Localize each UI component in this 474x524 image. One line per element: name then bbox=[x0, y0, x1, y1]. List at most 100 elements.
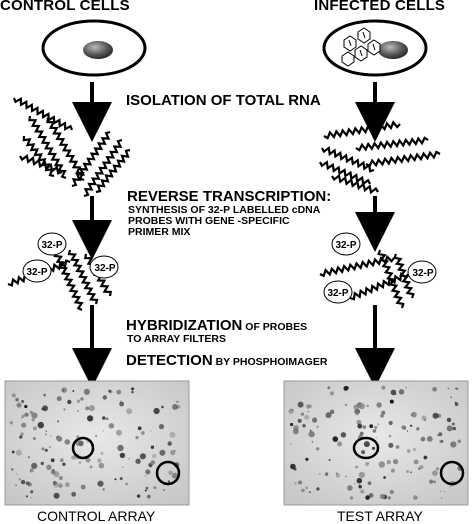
array-spot bbox=[45, 433, 47, 436]
array-spot bbox=[308, 491, 311, 494]
array-spot bbox=[116, 429, 122, 436]
array-spot bbox=[53, 492, 60, 499]
highlight-circle bbox=[439, 460, 465, 486]
array-spot bbox=[97, 480, 104, 487]
array-spot bbox=[288, 408, 294, 414]
array-spot bbox=[327, 386, 331, 390]
array-spot bbox=[410, 413, 413, 416]
array-spot bbox=[15, 449, 22, 456]
array-spot bbox=[76, 409, 80, 413]
array-spot bbox=[16, 473, 18, 475]
array-spot bbox=[43, 393, 46, 397]
array-spot bbox=[406, 470, 409, 473]
array-spot bbox=[80, 397, 84, 401]
array-spot bbox=[15, 484, 18, 487]
array-spot bbox=[345, 386, 349, 390]
array-spot bbox=[454, 402, 459, 407]
array-spot bbox=[325, 412, 332, 419]
array-spot bbox=[307, 410, 310, 413]
array-spot bbox=[62, 389, 64, 392]
array-spot bbox=[58, 483, 63, 488]
array-spot bbox=[136, 494, 141, 498]
array-spot bbox=[20, 479, 26, 485]
array-spot bbox=[329, 391, 334, 396]
array-spot bbox=[305, 457, 309, 461]
step-hybridization-line2: TO ARRAY FILTERS bbox=[127, 333, 226, 345]
array-spot bbox=[390, 389, 397, 396]
rna-strand bbox=[319, 254, 395, 278]
array-spot bbox=[72, 390, 75, 392]
array-spot bbox=[423, 455, 428, 460]
array-spot bbox=[98, 462, 105, 469]
array-spot bbox=[53, 481, 59, 488]
array-spot bbox=[437, 434, 439, 436]
array-spot bbox=[119, 452, 126, 459]
rna-strand bbox=[22, 135, 55, 178]
array-spot bbox=[89, 465, 93, 469]
array-spot bbox=[85, 406, 90, 411]
array-spot bbox=[302, 424, 306, 428]
array-spot bbox=[33, 426, 37, 431]
array-spot bbox=[122, 466, 124, 468]
array-spot bbox=[102, 416, 106, 420]
rna-strands-control bbox=[12, 96, 131, 198]
array-spot bbox=[65, 482, 70, 488]
array-spot bbox=[335, 473, 341, 478]
array-spot bbox=[446, 417, 452, 423]
array-spot bbox=[367, 481, 372, 486]
array-spot bbox=[85, 457, 91, 463]
highlight-circle bbox=[155, 460, 181, 486]
rna-strand bbox=[393, 253, 415, 299]
array-spot bbox=[145, 469, 151, 475]
array-spot bbox=[378, 461, 385, 468]
array-spot bbox=[433, 480, 436, 484]
array-spot bbox=[150, 445, 155, 449]
array-spot bbox=[409, 424, 413, 427]
array-spot bbox=[421, 415, 427, 421]
rna-strand bbox=[12, 96, 74, 132]
array-spot bbox=[141, 431, 145, 435]
array-spot bbox=[20, 432, 24, 436]
rna-strand bbox=[95, 148, 131, 194]
probe-labels-infected bbox=[323, 232, 437, 304]
array-spot bbox=[358, 471, 365, 478]
array-spot bbox=[139, 453, 146, 460]
array-spot bbox=[449, 486, 451, 488]
array-spot bbox=[97, 458, 102, 463]
array-spot bbox=[94, 434, 98, 438]
array-spot bbox=[410, 471, 412, 474]
array-spot bbox=[340, 432, 347, 438]
array-spot bbox=[359, 403, 365, 410]
rna-strand bbox=[355, 136, 429, 152]
array-spot bbox=[83, 388, 90, 395]
rna-strand bbox=[377, 249, 405, 309]
array-spot bbox=[168, 470, 173, 475]
array-spot bbox=[37, 421, 44, 429]
array-spot bbox=[395, 445, 400, 449]
test-array-image bbox=[283, 380, 469, 506]
array-spot bbox=[100, 451, 104, 455]
array-spot bbox=[337, 441, 343, 447]
array-spot bbox=[49, 446, 51, 448]
array-spot bbox=[332, 436, 339, 442]
array-spot bbox=[119, 401, 124, 407]
array-spot bbox=[56, 436, 63, 442]
array-spot bbox=[31, 412, 38, 419]
array-spot bbox=[357, 423, 363, 429]
array-spot bbox=[386, 460, 391, 465]
array-spot bbox=[9, 421, 13, 425]
highlight-circle bbox=[352, 436, 380, 460]
array-spot bbox=[432, 470, 438, 477]
array-spot bbox=[358, 485, 362, 489]
array-spot bbox=[135, 458, 141, 464]
array-spot bbox=[345, 475, 347, 478]
probe-strands-infected bbox=[319, 249, 415, 309]
array-spot bbox=[116, 389, 122, 395]
array-spot bbox=[387, 496, 391, 500]
step-hybridization-heading: HYBRIDIZATION bbox=[126, 317, 243, 334]
probe-label: 32-P bbox=[327, 288, 348, 299]
step-reverse-transcription-line: PRIMER MIX bbox=[128, 226, 191, 238]
array-spot bbox=[150, 430, 152, 432]
array-spot bbox=[369, 424, 374, 429]
array-spot bbox=[406, 430, 409, 432]
